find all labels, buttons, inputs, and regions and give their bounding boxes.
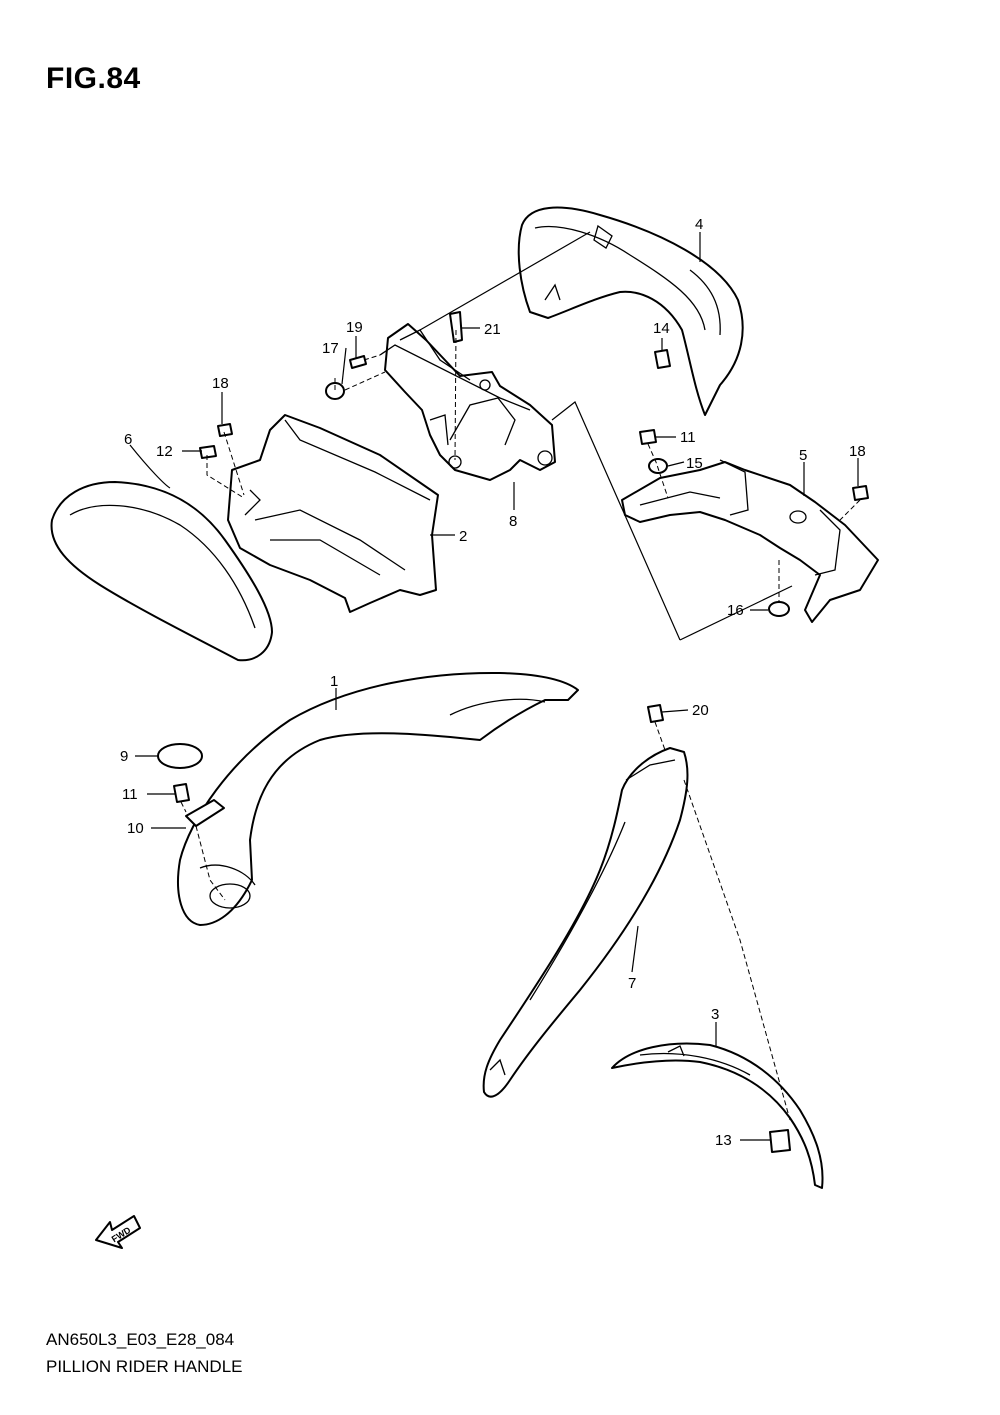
part-13-clip: [769, 1129, 791, 1153]
part-19-bolt: [349, 355, 367, 369]
part-21-bolt: [449, 311, 463, 343]
callout-15: 15: [686, 455, 703, 472]
callout-18-left: 18: [212, 375, 229, 392]
part-1-left-handle: [177, 671, 579, 926]
part-18-clip-right: [852, 485, 869, 501]
part-15-washer: [648, 458, 668, 474]
part-5-lower-cover: [621, 459, 879, 623]
assembly-lines: [180, 329, 861, 1121]
callout-12: 12: [156, 443, 173, 460]
callout-11-upper: 11: [680, 429, 696, 446]
callout-20: 20: [692, 702, 709, 719]
reference-lines: [419, 231, 793, 641]
part-17-grommet: [325, 382, 345, 400]
callout-8: 8: [509, 513, 517, 530]
callout-labels: 1 2 3 4 5 6 7 8 9 10 11 11 12 13 14 15 1…: [120, 216, 866, 1149]
part-8-bracket: [379, 323, 556, 481]
callout-1: 1: [330, 673, 338, 690]
callout-18-right: 18: [849, 443, 866, 460]
part-18-clip: [217, 423, 233, 437]
part-12-screw: [199, 445, 217, 459]
callout-4: 4: [695, 216, 703, 233]
fwd-arrow-icon: FWD: [95, 1215, 141, 1249]
callout-3: 3: [711, 1006, 719, 1023]
part-16-grommet: [768, 601, 790, 617]
callout-19: 19: [346, 319, 363, 336]
part-7-right-handle: [482, 747, 689, 1098]
part-9-cap: [157, 743, 203, 769]
part-2-frame: [227, 414, 439, 613]
part-11-bolt-lower: [173, 783, 190, 803]
callout-5: 5: [799, 447, 807, 464]
diagram-code: AN650L3_E03_E28_084: [46, 1330, 235, 1349]
part-10-plate: [185, 799, 225, 827]
part-4-rear-cover: [517, 206, 744, 416]
callout-16: 16: [727, 602, 744, 619]
callout-2: 2: [459, 528, 467, 545]
callout-17: 17: [322, 340, 339, 357]
callout-9: 9: [120, 748, 128, 765]
callout-10: 10: [127, 820, 144, 837]
part-11-bolt-upper: [639, 429, 657, 445]
part-14-nut: [654, 349, 671, 369]
callout-14: 14: [653, 320, 670, 337]
callout-11-lower: 11: [122, 786, 138, 803]
part-20-screw: [647, 704, 664, 723]
callout-6: 6: [124, 431, 132, 448]
part-6-seat: [50, 481, 273, 662]
leader-lines: [129, 232, 859, 1141]
diagram-caption: PILLION RIDER HANDLE: [46, 1357, 243, 1376]
callout-7: 7: [628, 975, 636, 992]
callout-21: 21: [484, 321, 501, 338]
part-3-trim: [611, 1042, 824, 1189]
callout-13: 13: [715, 1132, 732, 1149]
figure-title: FIG.84: [46, 62, 141, 95]
